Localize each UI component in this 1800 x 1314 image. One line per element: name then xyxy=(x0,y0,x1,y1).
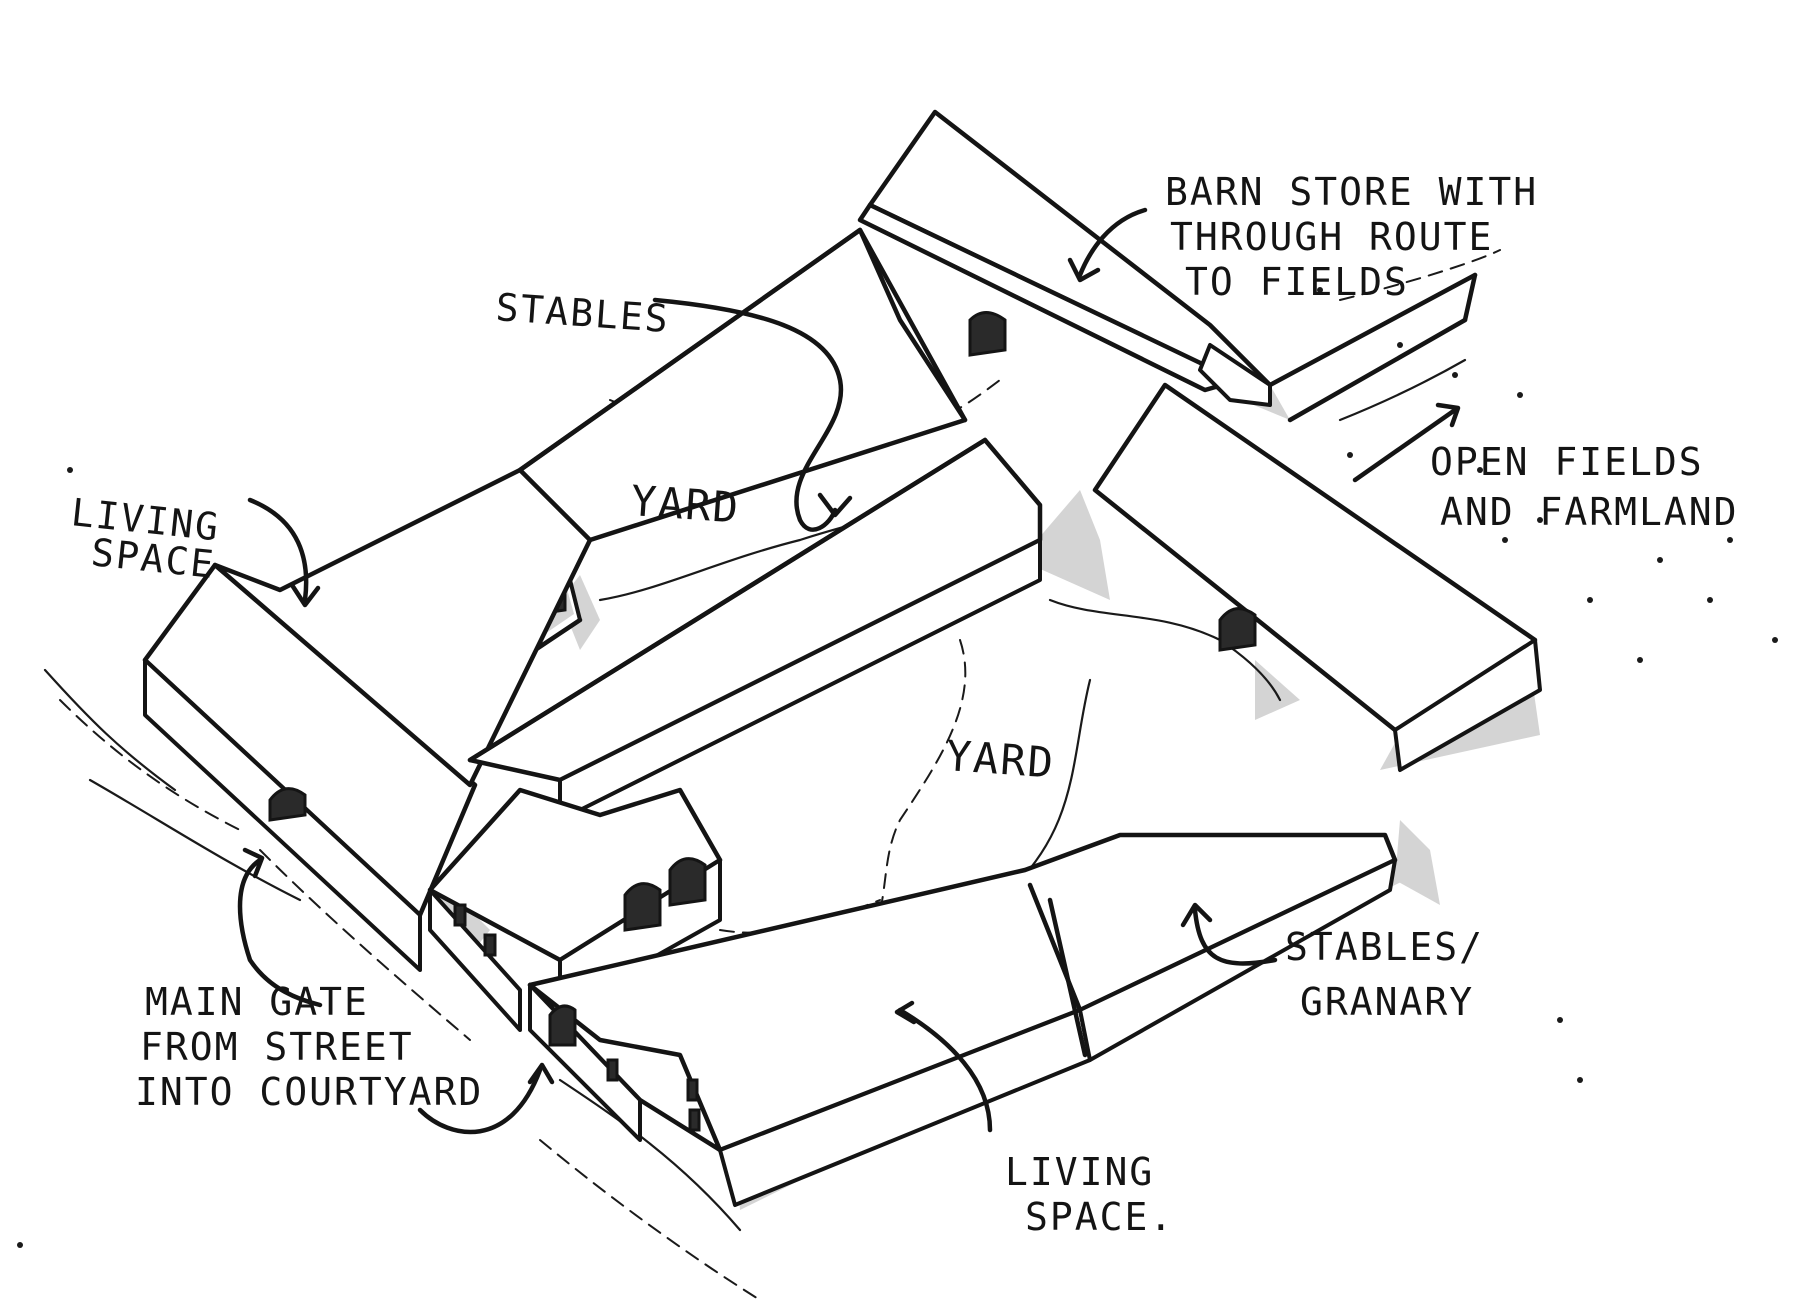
label-barn-store-line2: THROUGH ROUTE xyxy=(1170,215,1493,259)
label-open-fields-line1: OPEN FIELDS xyxy=(1430,440,1704,484)
label-barn-store-line1: BARN STORE WITH xyxy=(1165,170,1538,214)
label-barn-store-line3: TO FIELDS xyxy=(1185,260,1409,304)
field-route xyxy=(1267,272,1478,423)
field-stipple xyxy=(17,287,1778,1248)
street-edge-lines xyxy=(43,249,1501,1301)
label-open-fields-line2: AND FARMLAND xyxy=(1440,490,1739,534)
annotation-labels: STABLES BARN STORE WITH THROUGH ROUTE TO… xyxy=(69,170,1739,1239)
label-main-gate-line3: INTO COURTYARD xyxy=(135,1070,483,1114)
label-yard-lower: YARD xyxy=(944,731,1056,787)
label-living-space-bottom-line2: SPACE. xyxy=(1025,1195,1174,1239)
annotation-arrows xyxy=(237,207,1461,1135)
label-main-gate-line2: FROM STREET xyxy=(140,1025,414,1069)
label-living-space-bottom-line1: LIVING xyxy=(1005,1150,1154,1194)
label-main-gate-line1: MAIN GATE xyxy=(145,980,369,1024)
label-stables-granary-line2: GRANARY xyxy=(1300,980,1474,1024)
label-stables-upper: STABLES xyxy=(494,285,671,341)
open-fields-wing-roof xyxy=(1092,382,1538,733)
label-stables-granary-line1: STABLES/ xyxy=(1285,925,1484,969)
building-roofs xyxy=(142,109,1542,1207)
label-yard-upper: YARD xyxy=(629,476,741,532)
